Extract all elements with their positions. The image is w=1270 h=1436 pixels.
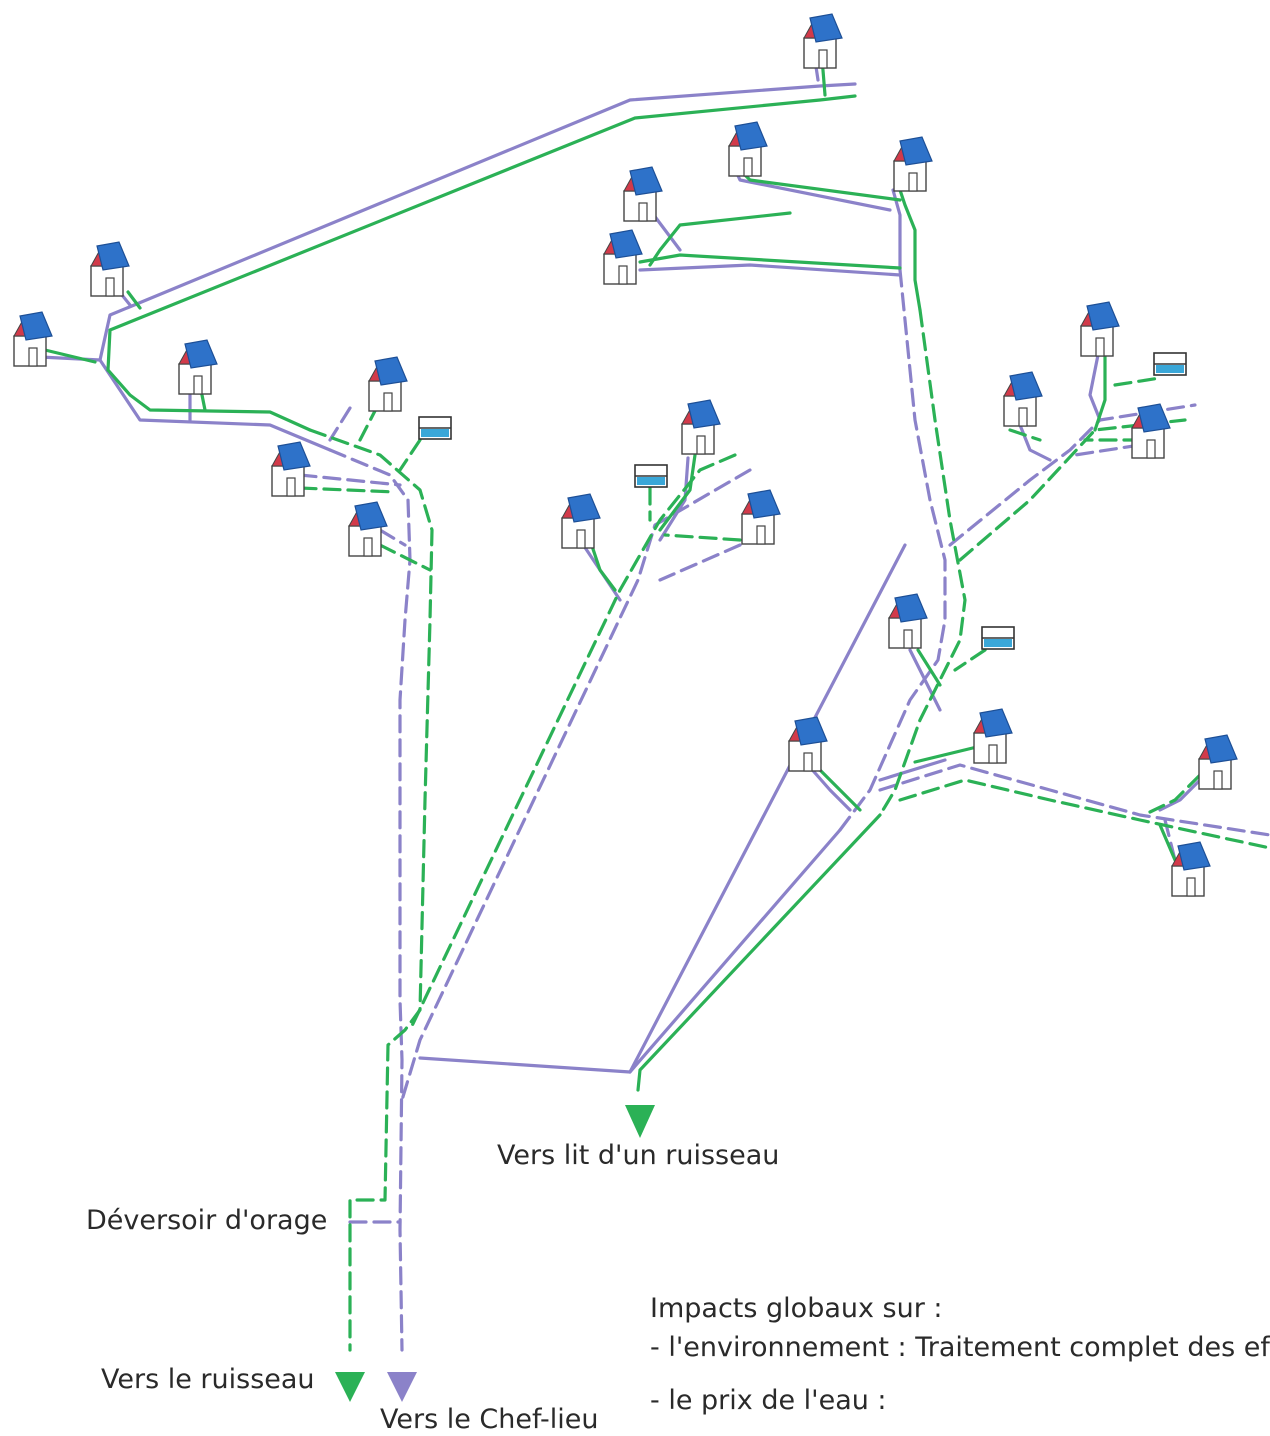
house-icon [888, 593, 928, 649]
impacts-heading: Impacts globaux sur : [650, 1293, 943, 1324]
house-icon [1171, 841, 1211, 897]
house-icon [681, 399, 721, 455]
house-icon [348, 501, 388, 557]
water-tank-icon [1153, 352, 1187, 376]
arrow-down-icon [625, 1105, 655, 1138]
house-icon [90, 241, 130, 297]
house-icon [1003, 371, 1043, 427]
house-icon [741, 489, 781, 545]
house-icon [623, 166, 663, 222]
house-icon [728, 121, 768, 177]
arrow-down-icon [387, 1372, 417, 1402]
to-chef-lieu-label: Vers le Chef-lieu [380, 1404, 599, 1435]
water-tank-icon [418, 416, 452, 440]
storm-overflow-label: Déversoir d'orage [86, 1205, 328, 1236]
house-icon [1131, 403, 1171, 459]
water-tank-icon [981, 626, 1015, 650]
house-icon [973, 708, 1013, 764]
house-icon [368, 356, 408, 412]
house-icon [178, 339, 218, 395]
rain-water-pipes [43, 56, 1270, 1352]
arrow-down-icon [335, 1372, 365, 1402]
house-icon [788, 716, 828, 772]
water-tank-icon [634, 464, 668, 488]
house-icon [603, 229, 643, 285]
house-icon [1080, 301, 1120, 357]
house-icon [1198, 734, 1238, 790]
impacts-environment: - l'environnement : Traitement complet d… [650, 1332, 1270, 1363]
house-icon [803, 13, 843, 69]
impacts-water-price: - le prix de l'eau : [650, 1385, 887, 1416]
stream-bed-label: Vers lit d'un ruisseau [497, 1140, 780, 1171]
house-icon [561, 493, 601, 549]
houses [13, 13, 1238, 897]
house-icon [893, 136, 933, 192]
to-stream-label: Vers le ruisseau [101, 1364, 315, 1395]
house-icon [13, 311, 53, 367]
tanks [418, 352, 1187, 650]
house-icon [271, 441, 311, 497]
